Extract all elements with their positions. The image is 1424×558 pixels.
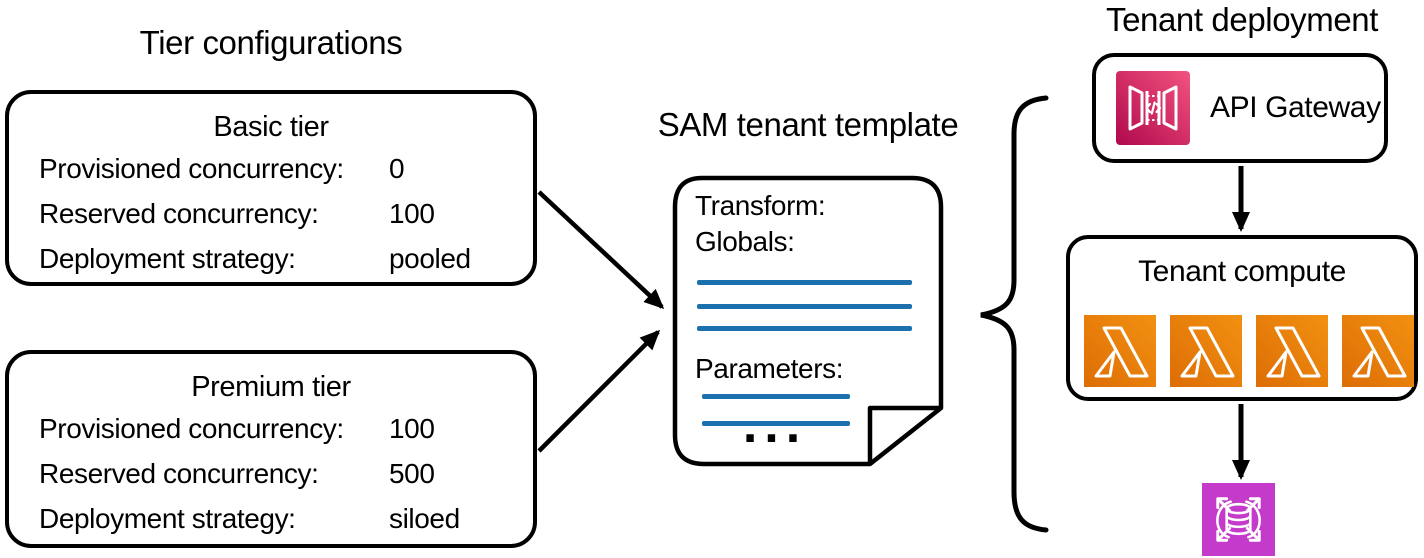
tier-row: Deployment strategy: siloed [9,496,533,541]
folded-corner [867,405,941,464]
tier-row: Provisioned concurrency: 100 [9,406,533,451]
api-gateway-box: API Gateway [1092,53,1388,163]
sam-template-document: Transform: Globals: Parameters: ... [672,175,944,467]
lambda-row [1084,315,1414,387]
scaling-database-icon [1202,483,1275,556]
api-gateway-label: API Gateway [1210,91,1381,124]
doc-key-transform: Transform: [695,190,826,221]
row-label: Deployment strategy: [39,503,296,534]
row-value: 100 [389,198,435,229]
lambda-icon [1084,315,1156,387]
api-gateway-icon [1116,71,1190,145]
row-value: 500 [389,458,435,489]
document-icon [672,175,944,467]
yaml-line [697,304,912,309]
curly-brace [980,95,1049,533]
row-label: Reserved concurrency: [39,458,319,489]
yaml-line [697,326,912,331]
tier-configurations-heading: Tier configurations [139,24,403,61]
yaml-line [702,394,850,399]
lambda-icon [1342,315,1414,387]
row-value: siloed [389,503,460,534]
row-value: 100 [389,413,435,444]
row-value: 0 [389,153,405,184]
row-label: Reserved concurrency: [39,198,319,229]
tier-row: Deployment strategy: pooled [9,236,533,281]
ellipsis-dots: ... [742,396,808,454]
row-label: Deployment strategy: [39,243,296,274]
arrow-premium-to-template [537,329,661,453]
premium-tier-box: Premium tier Provisioned concurrency: 10… [5,350,537,548]
row-label: Provisioned concurrency: [39,153,344,184]
basic-tier-box: Basic tier Provisioned concurrency: 0 Re… [5,90,537,286]
lambda-icon [1170,315,1242,387]
tier-row: Provisioned concurrency: 0 [9,146,533,191]
row-value: pooled [389,243,471,274]
premium-tier-title: Premium tier [191,371,351,403]
tenant-compute-label: Tenant compute [1138,255,1346,288]
tenant-deployment-heading: Tenant deployment [1105,1,1379,38]
yaml-line [702,421,850,426]
yaml-line [697,280,912,285]
arrow-basic-to-template [537,190,665,310]
lambda-icon [1256,315,1328,387]
basic-tier-title: Basic tier [213,111,329,143]
doc-key-globals: Globals: [695,226,795,257]
tenant-compute-box: Tenant compute [1066,235,1418,401]
sam-template-heading: SAM tenant template [657,106,959,143]
tier-row: Reserved concurrency: 100 [9,191,533,236]
tier-row: Reserved concurrency: 500 [9,451,533,496]
doc-key-parameters: Parameters: [695,353,844,384]
row-label: Provisioned concurrency: [39,413,344,444]
